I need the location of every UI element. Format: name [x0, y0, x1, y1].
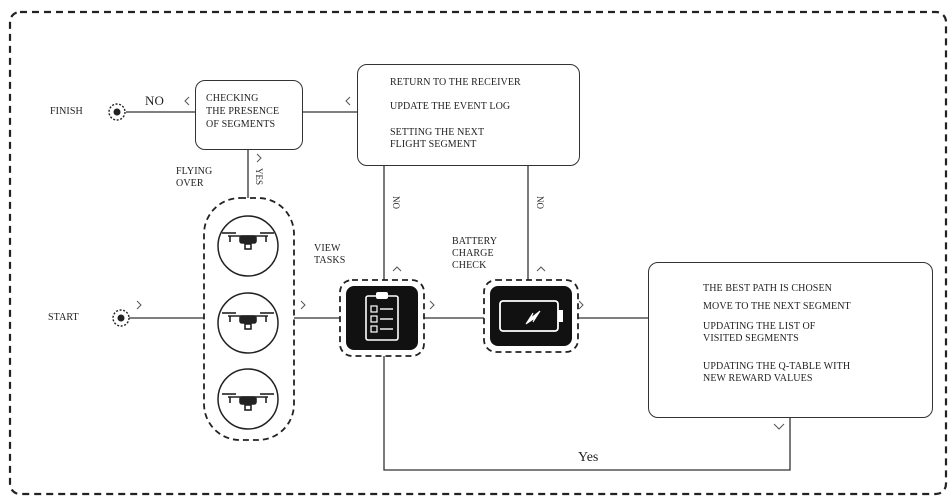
- checking-segments-box: CHECKING THE PRESENCE OF SEGMENTS: [195, 80, 303, 150]
- no-vertical-label-right: NO: [535, 196, 545, 209]
- result-line-3: UPDATING THE LIST OF: [703, 321, 816, 332]
- no-label-top: NO: [145, 93, 164, 108]
- start-label: START: [48, 312, 79, 323]
- chevron-arrows: [136, 96, 785, 430]
- result-line-5: UPDATING THE Q-TABLE WITH: [703, 361, 851, 372]
- flying-over-line-1: FLYING: [176, 166, 213, 177]
- drone-icon: [217, 368, 279, 430]
- finish-target-icon: [108, 103, 126, 121]
- checking-line-3: OF SEGMENTS: [206, 119, 276, 130]
- checking-line-1: CHECKING: [206, 93, 259, 104]
- view-tasks-line-2: TASKS: [314, 255, 346, 266]
- connectors: [126, 111, 791, 471]
- view-tasks-line-1: VIEW: [314, 243, 341, 254]
- clipboard-checklist-icon: [339, 279, 425, 357]
- return-line-3: SETTING THE NEXT: [390, 127, 485, 138]
- battery-line-2: CHARGE: [452, 248, 494, 259]
- return-receiver-box: RETURN TO THE RECEIVER UPDATE THE EVENT …: [357, 64, 580, 166]
- yes-label-bottom: Yes: [578, 450, 599, 465]
- start-target-icon: [112, 309, 130, 327]
- checking-line-2: THE PRESENCE: [206, 106, 280, 117]
- flying-over-line-2: OVER: [176, 178, 204, 189]
- result-line-1: THE BEST PATH IS CHOSEN: [703, 283, 832, 294]
- outer-frame: [8, 10, 948, 496]
- result-line-4: VISITED SEGMENTS: [703, 333, 799, 344]
- battery-charging-icon: [483, 279, 579, 353]
- drone-icon: [217, 292, 279, 354]
- battery-line-1: BATTERY: [452, 236, 498, 247]
- finish-label: FINISH: [50, 106, 83, 117]
- return-line-4: FLIGHT SEGMENT: [390, 139, 477, 150]
- result-line-6: NEW REWARD VALUES: [703, 373, 813, 384]
- result-line-2: MOVE TO THE NEXT SEGMENT: [703, 301, 851, 312]
- return-line-1: RETURN TO THE RECEIVER: [390, 77, 521, 88]
- best-path-box: THE BEST PATH IS CHOSEN MOVE TO THE NEXT…: [648, 262, 933, 418]
- yes-vertical-label: YES: [254, 168, 264, 186]
- battery-line-3: CHECK: [452, 260, 487, 271]
- no-vertical-label-left: NO: [391, 196, 401, 209]
- return-line-2: UPDATE THE EVENT LOG: [390, 101, 511, 112]
- drone-icon: [217, 215, 279, 277]
